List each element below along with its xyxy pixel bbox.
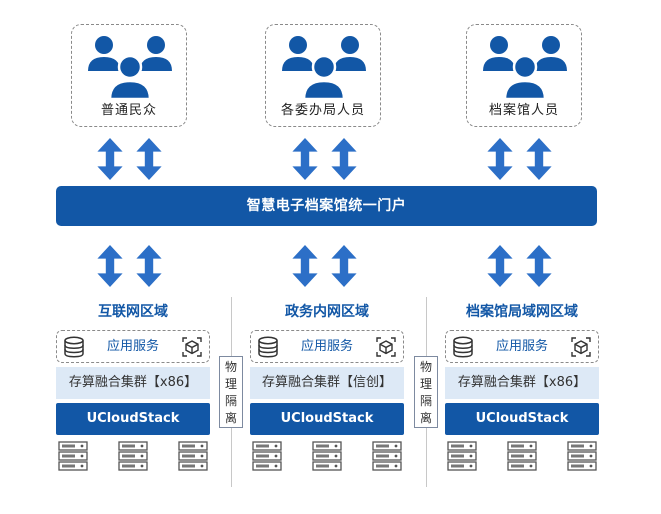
people-group-icon bbox=[84, 31, 176, 101]
compute-storage-cluster: 存算融合集群【x86】 bbox=[56, 367, 210, 399]
double-arrow-icon bbox=[331, 138, 357, 180]
user-group-label: 档案馆人员 bbox=[488, 103, 559, 118]
double-arrow-icon bbox=[97, 138, 123, 180]
zone-archive-lan: 档案馆局域网区域 应用服务 存算融合集群【x86】 UCloudStack bbox=[445, 300, 599, 475]
user-group-public: 普通民众 bbox=[71, 24, 187, 127]
zone-internet: 互联网区域 应用服务 存算融合集群【x86】 UCloudStack bbox=[56, 300, 210, 475]
ucloudstack-bar: UCloudStack bbox=[250, 403, 404, 435]
zone-title: 档案馆局域网区域 bbox=[466, 304, 578, 320]
server-row bbox=[56, 441, 210, 475]
server-icon bbox=[507, 441, 537, 471]
server-icon bbox=[58, 441, 88, 471]
zone-government-intranet: 政务内网区域 应用服务 存算融合集群【信创】 UCloudStack bbox=[250, 300, 404, 475]
double-arrow-icon bbox=[526, 138, 552, 180]
unified-portal-bar: 智慧电子档案馆统一门户 bbox=[56, 186, 597, 226]
zone-title: 政务内网区域 bbox=[285, 304, 369, 320]
compute-storage-cluster: 存算融合集群【信创】 bbox=[250, 367, 404, 399]
server-icon bbox=[312, 441, 342, 471]
app-service-label: 应用服务 bbox=[300, 339, 353, 354]
server-row bbox=[250, 441, 404, 475]
double-arrow-icon bbox=[487, 138, 513, 180]
cube-icon bbox=[570, 336, 592, 358]
double-arrow-icon bbox=[97, 245, 123, 287]
cube-icon bbox=[181, 336, 203, 358]
double-arrow-icon bbox=[487, 245, 513, 287]
server-icon bbox=[118, 441, 148, 471]
cube-icon bbox=[375, 336, 397, 358]
people-group-icon bbox=[479, 31, 571, 101]
user-group-archive-staff: 档案馆人员 bbox=[466, 24, 582, 127]
double-arrow-icon bbox=[292, 138, 318, 180]
server-icon bbox=[567, 441, 597, 471]
app-service-label: 应用服务 bbox=[106, 339, 159, 354]
compute-storage-cluster: 存算融合集群【x86】 bbox=[445, 367, 599, 399]
server-icon bbox=[252, 441, 282, 471]
user-group-bureau-staff: 各委办局人员 bbox=[265, 24, 381, 127]
server-row bbox=[445, 441, 599, 475]
app-service-label: 应用服务 bbox=[495, 339, 548, 354]
server-icon bbox=[447, 441, 477, 471]
double-arrow-icon bbox=[136, 245, 162, 287]
double-arrow-icon bbox=[136, 138, 162, 180]
ucloudstack-bar: UCloudStack bbox=[445, 403, 599, 435]
app-service-box: 应用服务 bbox=[250, 330, 404, 363]
server-icon bbox=[372, 441, 402, 471]
server-icon bbox=[178, 441, 208, 471]
double-arrow-icon bbox=[526, 245, 552, 287]
double-arrow-icon bbox=[331, 245, 357, 287]
ucloudstack-bar: UCloudStack bbox=[56, 403, 210, 435]
physical-isolation-tag: 物理隔离 bbox=[414, 356, 438, 428]
user-group-label: 各委办局人员 bbox=[280, 103, 365, 118]
app-service-box: 应用服务 bbox=[56, 330, 210, 363]
app-service-box: 应用服务 bbox=[445, 330, 599, 363]
people-group-icon bbox=[278, 31, 370, 101]
double-arrow-icon bbox=[292, 245, 318, 287]
user-group-label: 普通民众 bbox=[100, 103, 157, 118]
physical-isolation-tag: 物理隔离 bbox=[219, 356, 243, 428]
zone-title: 互联网区域 bbox=[98, 304, 168, 320]
